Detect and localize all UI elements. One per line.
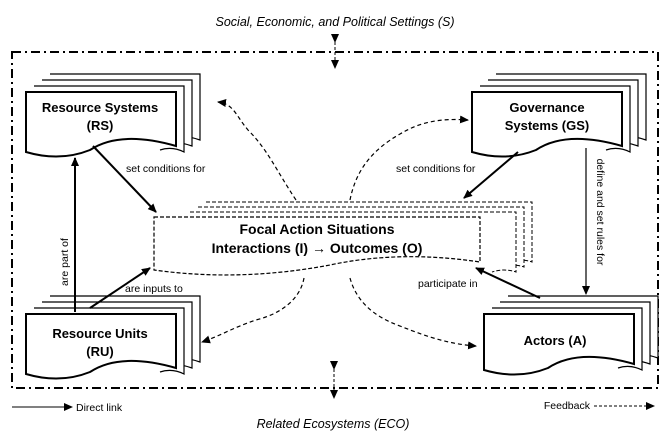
ru-part-of-label: are part of — [59, 238, 71, 286]
governance-systems-box: Governance Systems (GS) — [471, 73, 647, 158]
resource-systems-box: Resource Systems (RS) — [25, 73, 201, 158]
feedback-to-actors-arrow — [349, 277, 477, 350]
settings-bottom-label: Related Ecosystems (ECO) — [257, 417, 410, 431]
gs-set-conditions-label: set conditions for — [396, 163, 476, 175]
governance-systems-title: Governance — [509, 100, 584, 115]
resource-units-title: Resource Units — [52, 326, 147, 341]
actors-participate-label: participate in — [418, 278, 478, 290]
legend-direct-label: Direct link — [76, 402, 123, 414]
actors-title: Actors (A) — [524, 333, 587, 348]
actors-box: Actors (A) — [483, 295, 659, 376]
focal-subtitle: Interactions (I) → Outcomes (O) — [212, 240, 423, 256]
gs-to-focal-arrow — [463, 151, 519, 199]
focal-action-situations-box: Focal Action Situations Interactions (I)… — [153, 201, 533, 276]
resource-systems-title: Resource Systems — [42, 100, 158, 115]
resource-units-box: Resource Units (RU) — [25, 295, 201, 380]
feedback-to-gs-arrow — [349, 115, 469, 201]
legend-feedback-label: Feedback — [544, 400, 591, 412]
resource-systems-code: (RS) — [87, 118, 114, 133]
feedback-to-rs-arrow — [217, 99, 297, 201]
settings-top-label: Social, Economic, and Political Settings… — [216, 15, 455, 29]
resource-units-code: (RU) — [86, 344, 113, 359]
rs-to-focal-arrow — [92, 145, 157, 213]
ru-inputs-label: are inputs to — [125, 283, 183, 295]
gs-define-rules-label: define and set rules for — [594, 159, 606, 266]
actors-to-focal-arrow — [475, 267, 541, 299]
feedback-to-ru-arrow — [201, 277, 305, 344]
governance-systems-code: Systems (GS) — [505, 118, 590, 133]
rs-set-conditions-label: set conditions for — [126, 163, 206, 175]
focal-title: Focal Action Situations — [239, 221, 394, 237]
ru-to-focal-arrow — [89, 267, 151, 309]
